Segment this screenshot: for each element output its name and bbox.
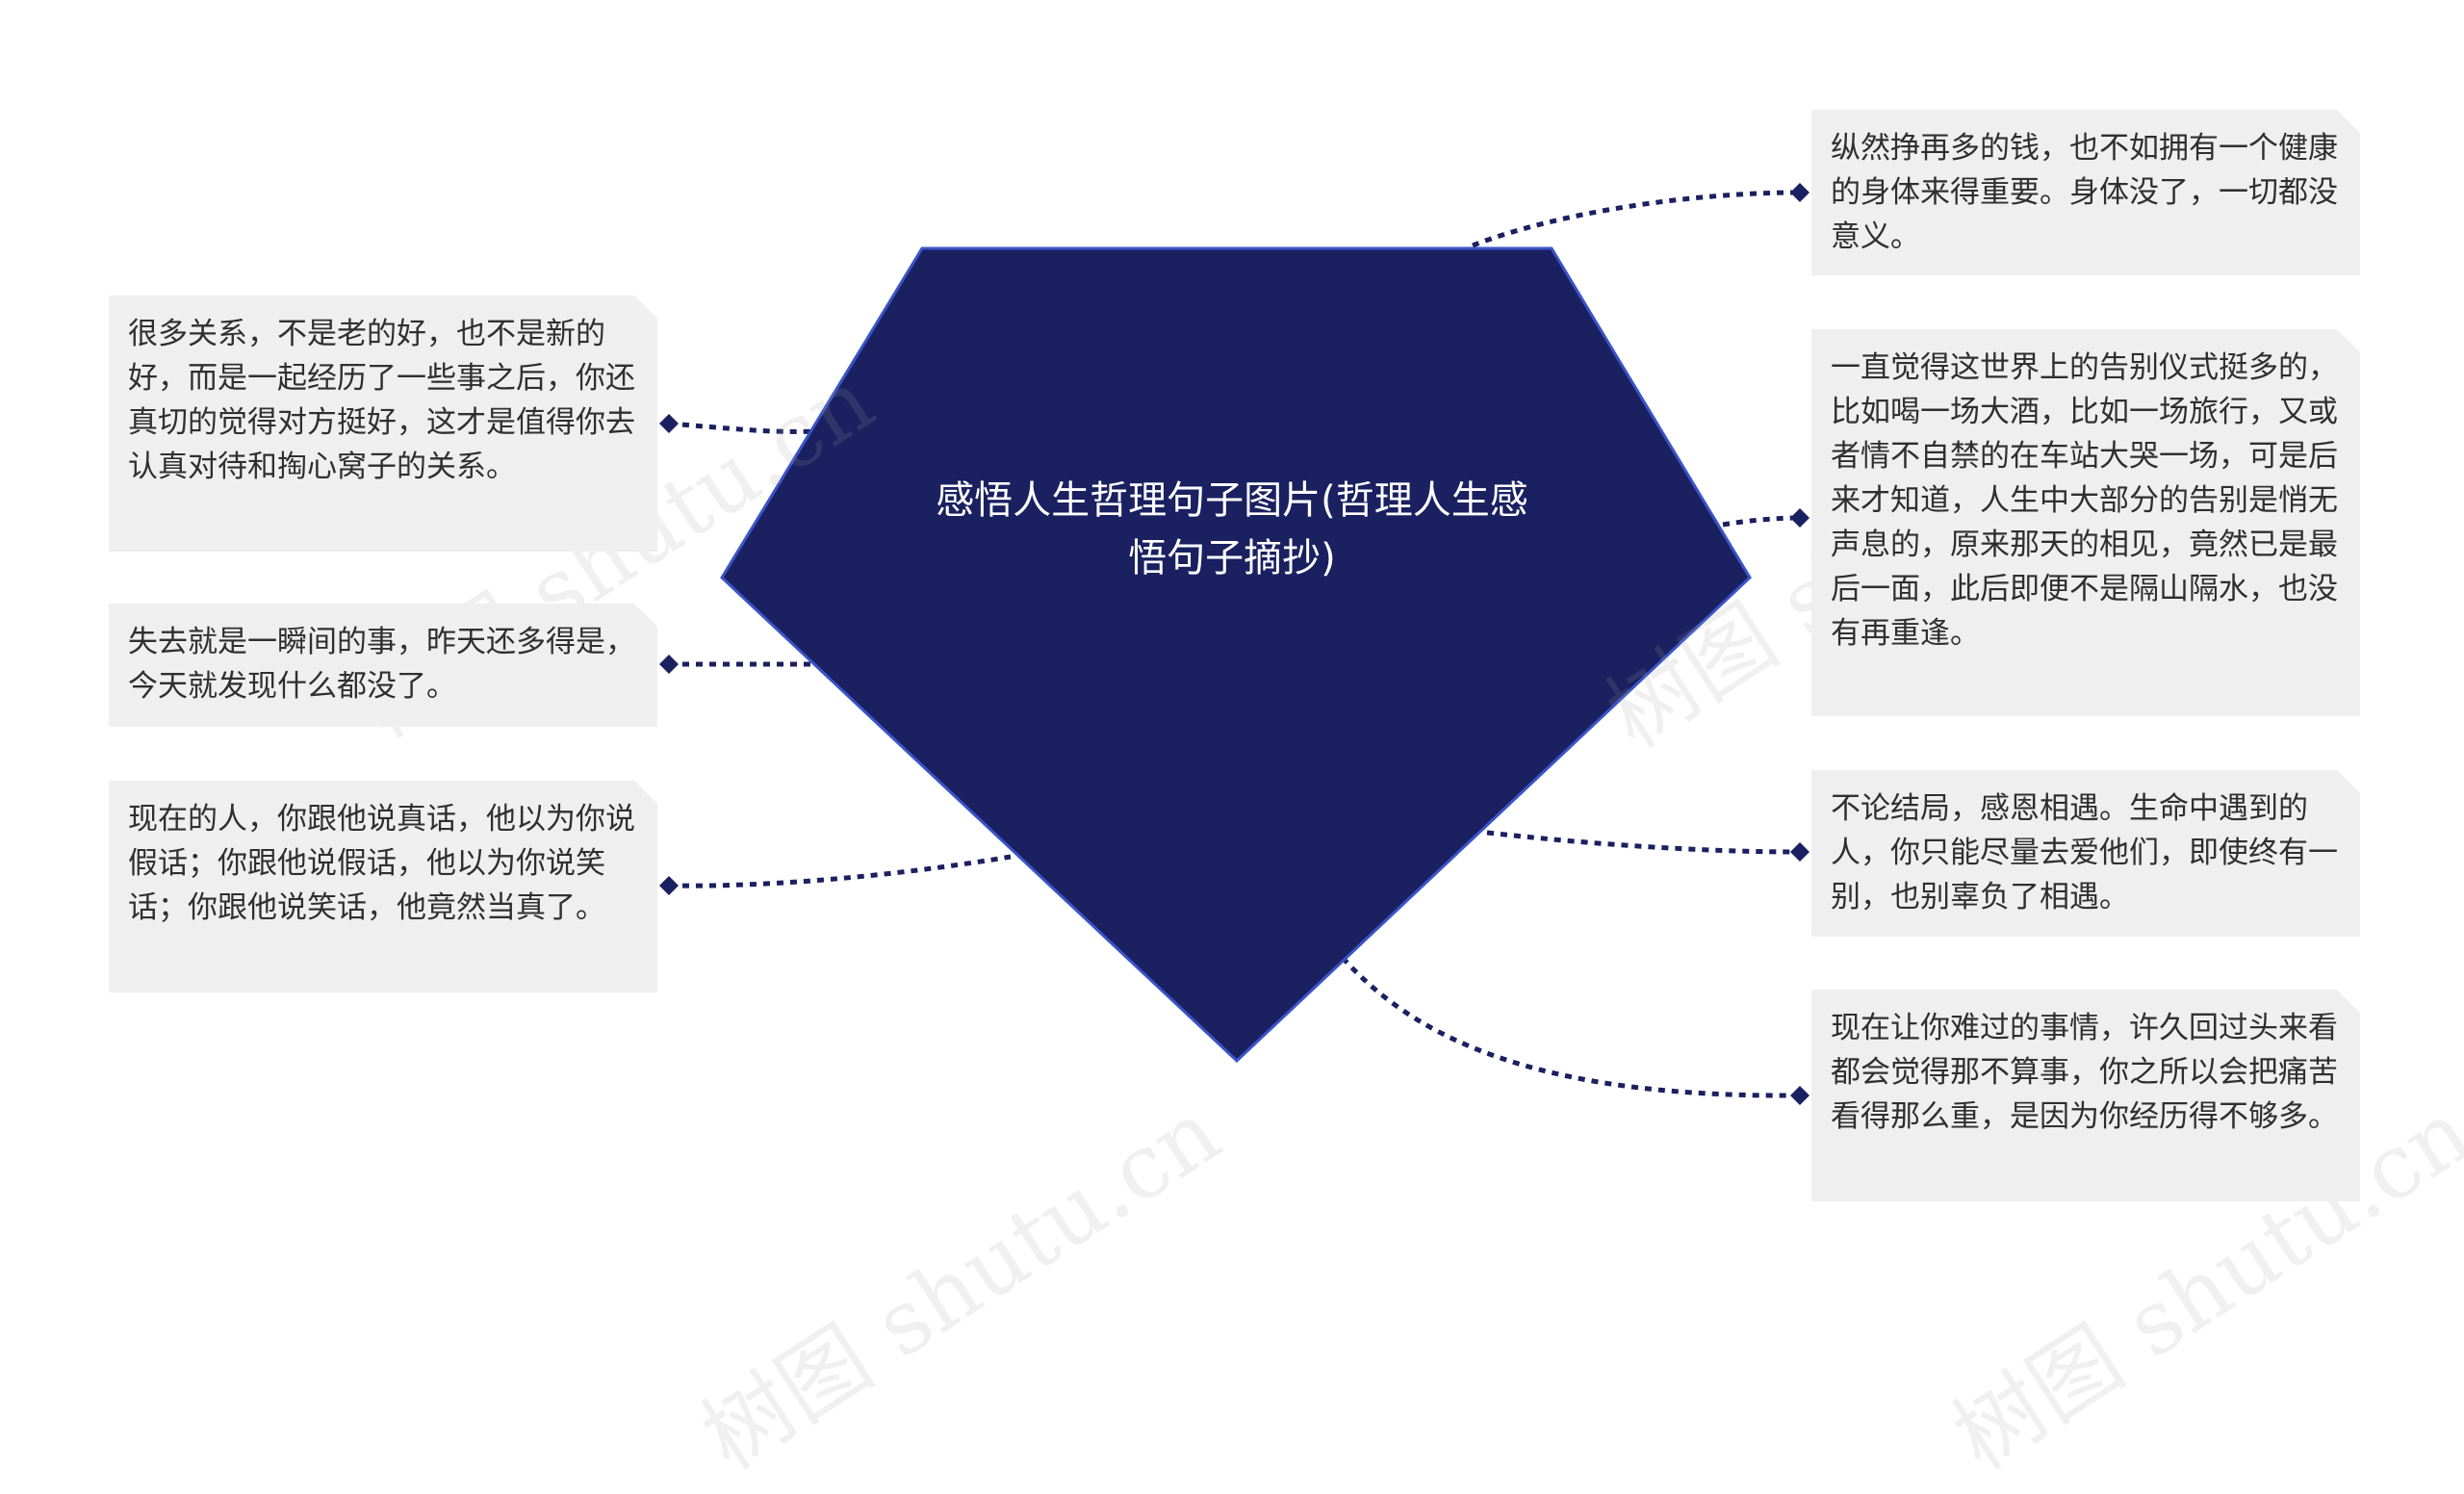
connector-right-2: [1722, 515, 1801, 528]
connector-diamond-right-3: [1790, 842, 1810, 862]
left-node-3[interactable]: 现在的人，你跟他说真话，他以为你说假话；你跟他说假话，他以为你说笑话；你跟他说笑…: [109, 781, 657, 992]
central-topic-text: 感悟人生哲理句子图片(哲理人生感悟句子摘抄): [936, 478, 1528, 580]
right-node-2[interactable]: 一直觉得这世界上的告别仪式挺多的，比如喝一场大酒，比如一场旅行，又或者情不自禁的…: [1811, 329, 2360, 716]
connector-diamond-right-4: [1790, 1086, 1810, 1105]
connector-diamond-left-3: [659, 876, 679, 895]
central-topic-shape[interactable]: [720, 246, 1752, 1064]
right-node-3[interactable]: 不论结局，感恩相遇。生命中遇到的人，你只能尽量去爱他们，即使终有一别，也别辜负了…: [1811, 770, 2360, 937]
connector-diamond-right-2: [1790, 508, 1810, 528]
connector-left-3: [668, 854, 1012, 889]
right-node-4[interactable]: 现在让你难过的事情，许久回过头来看都会觉得那不算事，你之所以会把痛苦看得那么重，…: [1811, 990, 2360, 1201]
connector-diamond-left-1: [659, 414, 679, 433]
left-node-2[interactable]: 失去就是一瞬间的事，昨天还多得是，今天就发现什么都没了。: [109, 604, 657, 727]
connector-right-3: [1486, 830, 1801, 855]
left-node-1[interactable]: 很多关系，不是老的好，也不是新的好，而是一起经历了一些事之后，你还真切的觉得对方…: [109, 296, 657, 552]
right-node-1[interactable]: 纵然挣再多的钱，也不如拥有一个健康的身体来得重要。身体没了，一切都没意义。: [1811, 110, 2360, 275]
connector-diamond-left-2: [659, 655, 679, 674]
connector-right-1: [1472, 190, 1801, 248]
mind-map-canvas: [659, 183, 1810, 1105]
connector-diamond-right-1: [1790, 183, 1810, 202]
connector-right-4: [1341, 956, 1801, 1098]
